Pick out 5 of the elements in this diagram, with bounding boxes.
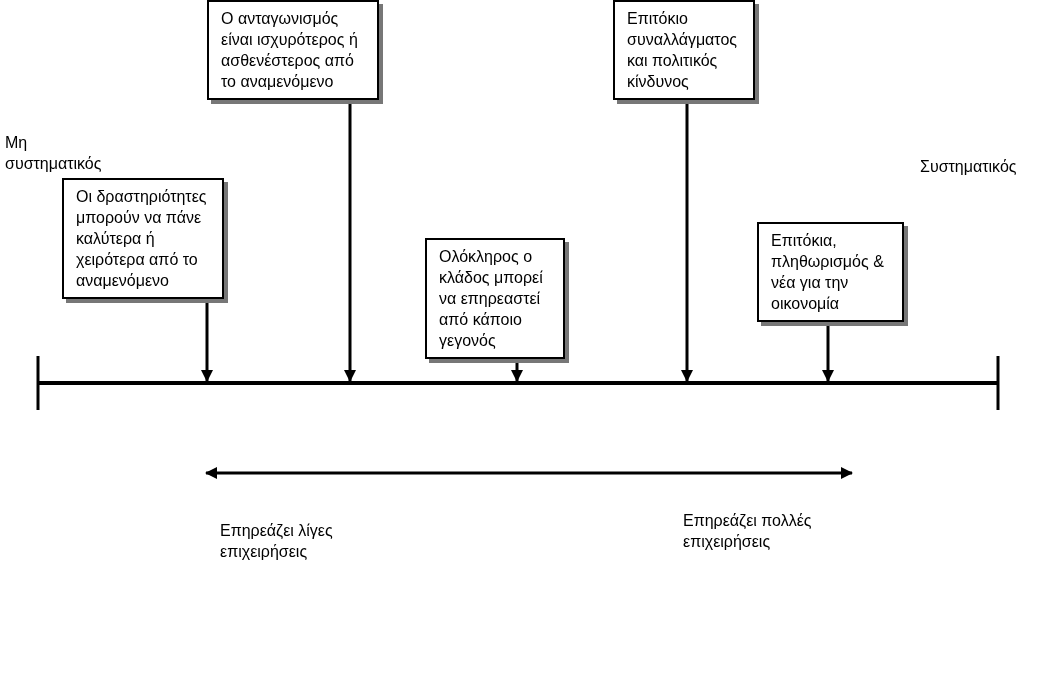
scale-axis xyxy=(37,381,999,385)
range-label: Επηρεάζει πολλές επιχειρήσεις xyxy=(683,511,813,552)
scale-end-label: Μη συστηματικός xyxy=(5,133,103,174)
scale-end-label: Συστηματικός xyxy=(920,157,1018,177)
range-label: Επηρεάζει λίγες επιχειρήσεις xyxy=(220,521,334,562)
